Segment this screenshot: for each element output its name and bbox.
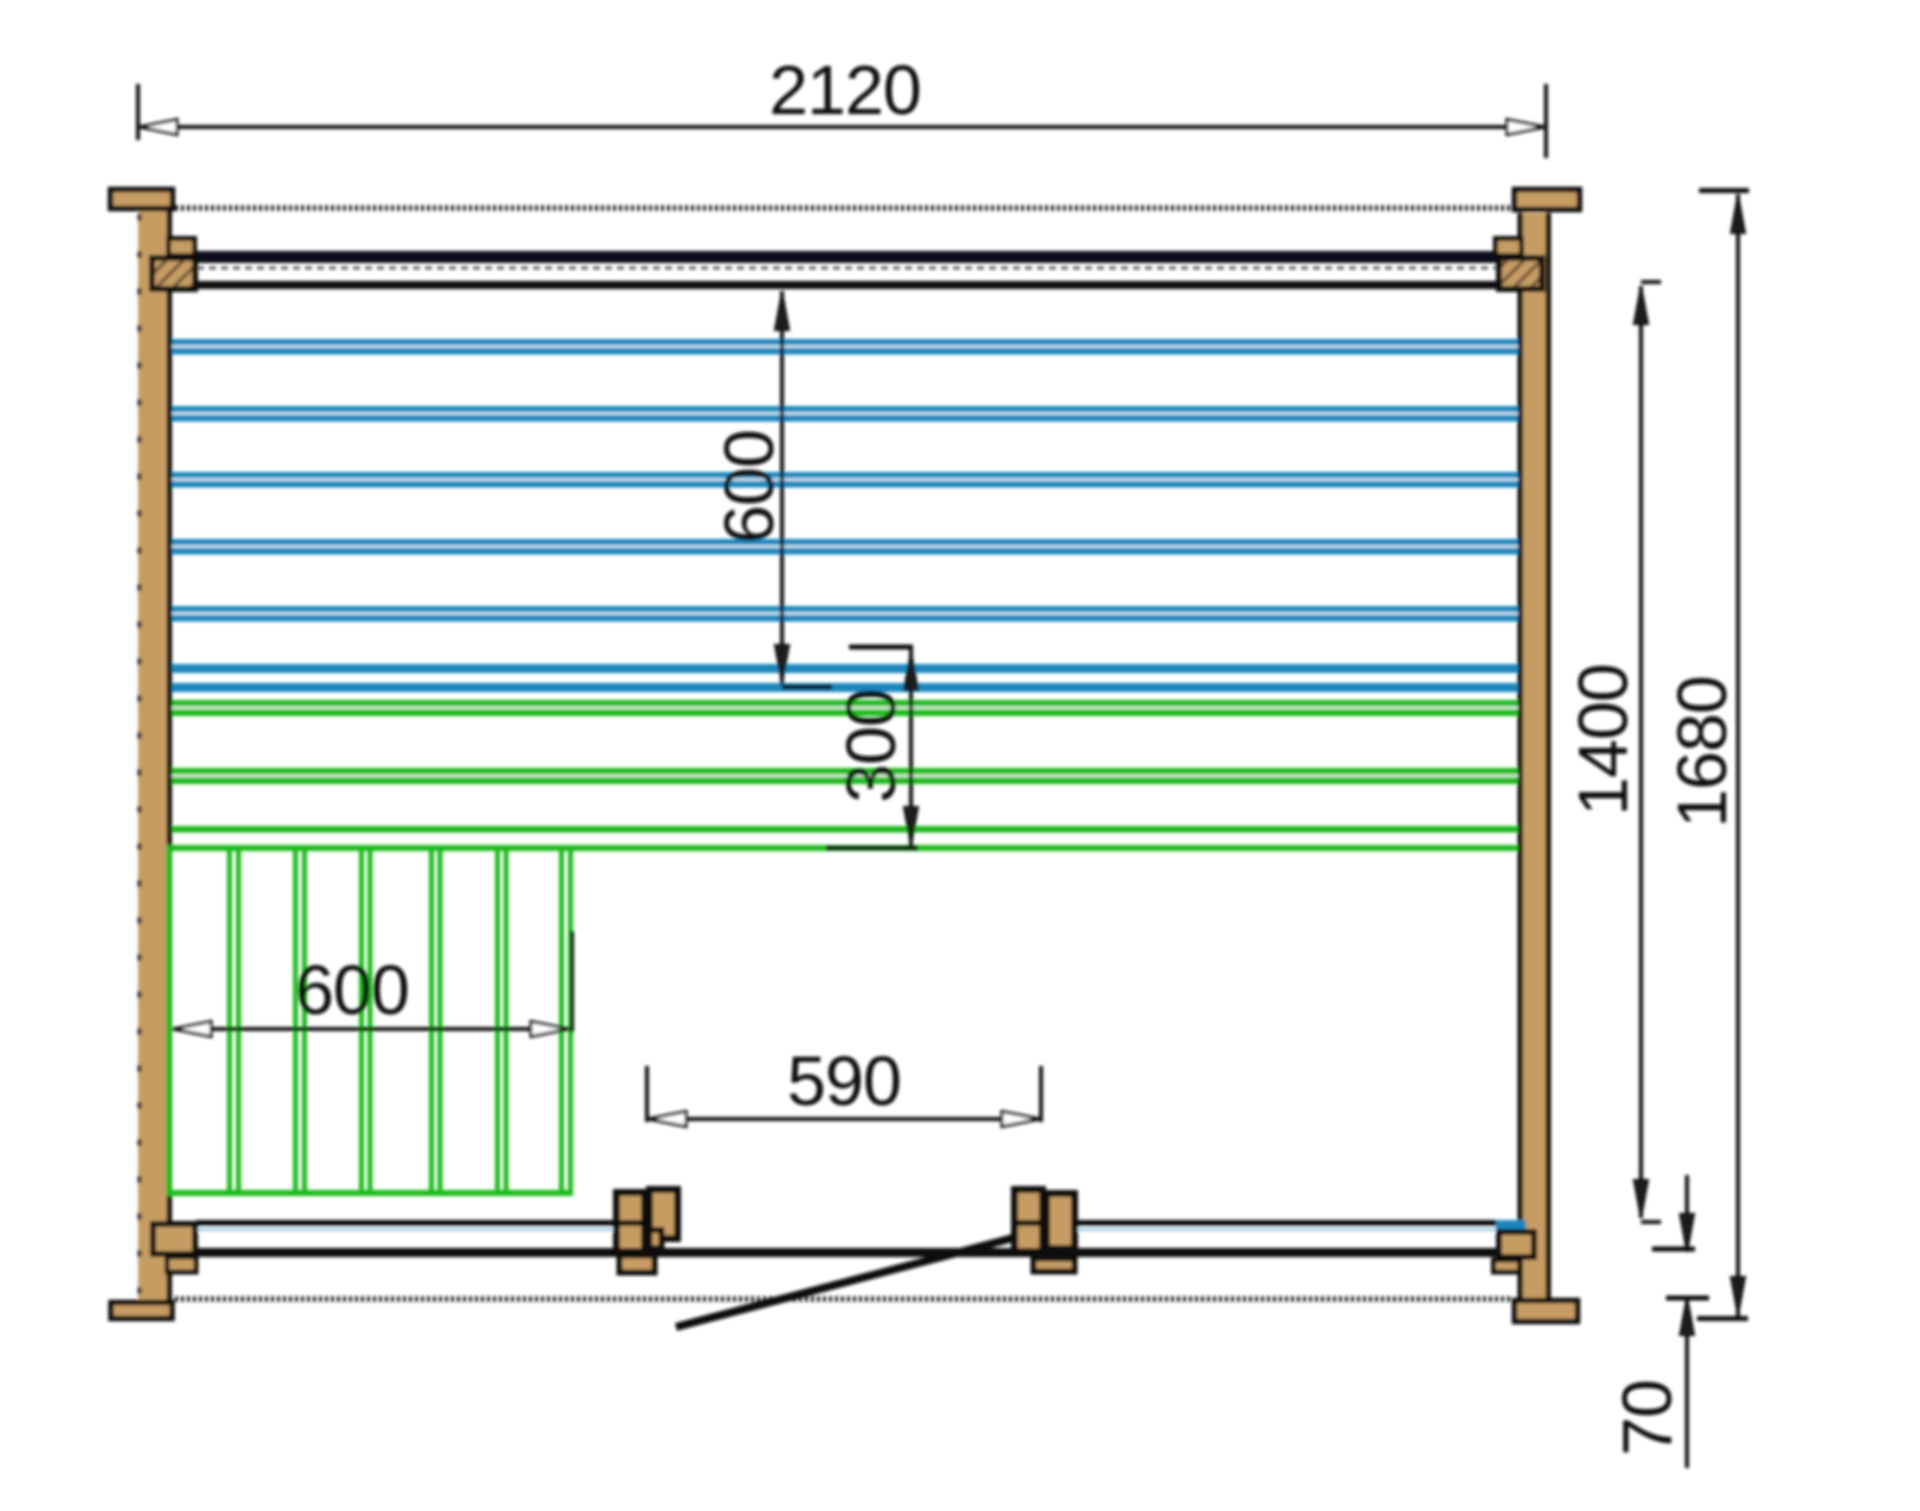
svg-text:590: 590: [787, 1042, 901, 1120]
svg-text:70: 70: [1608, 1380, 1686, 1456]
svg-text:300: 300: [832, 689, 910, 803]
svg-text:1680: 1680: [1663, 676, 1741, 828]
svg-text:1400: 1400: [1564, 664, 1642, 816]
svg-text:600: 600: [710, 430, 788, 544]
svg-text:600: 600: [295, 951, 409, 1029]
svg-text:2120: 2120: [769, 51, 921, 129]
